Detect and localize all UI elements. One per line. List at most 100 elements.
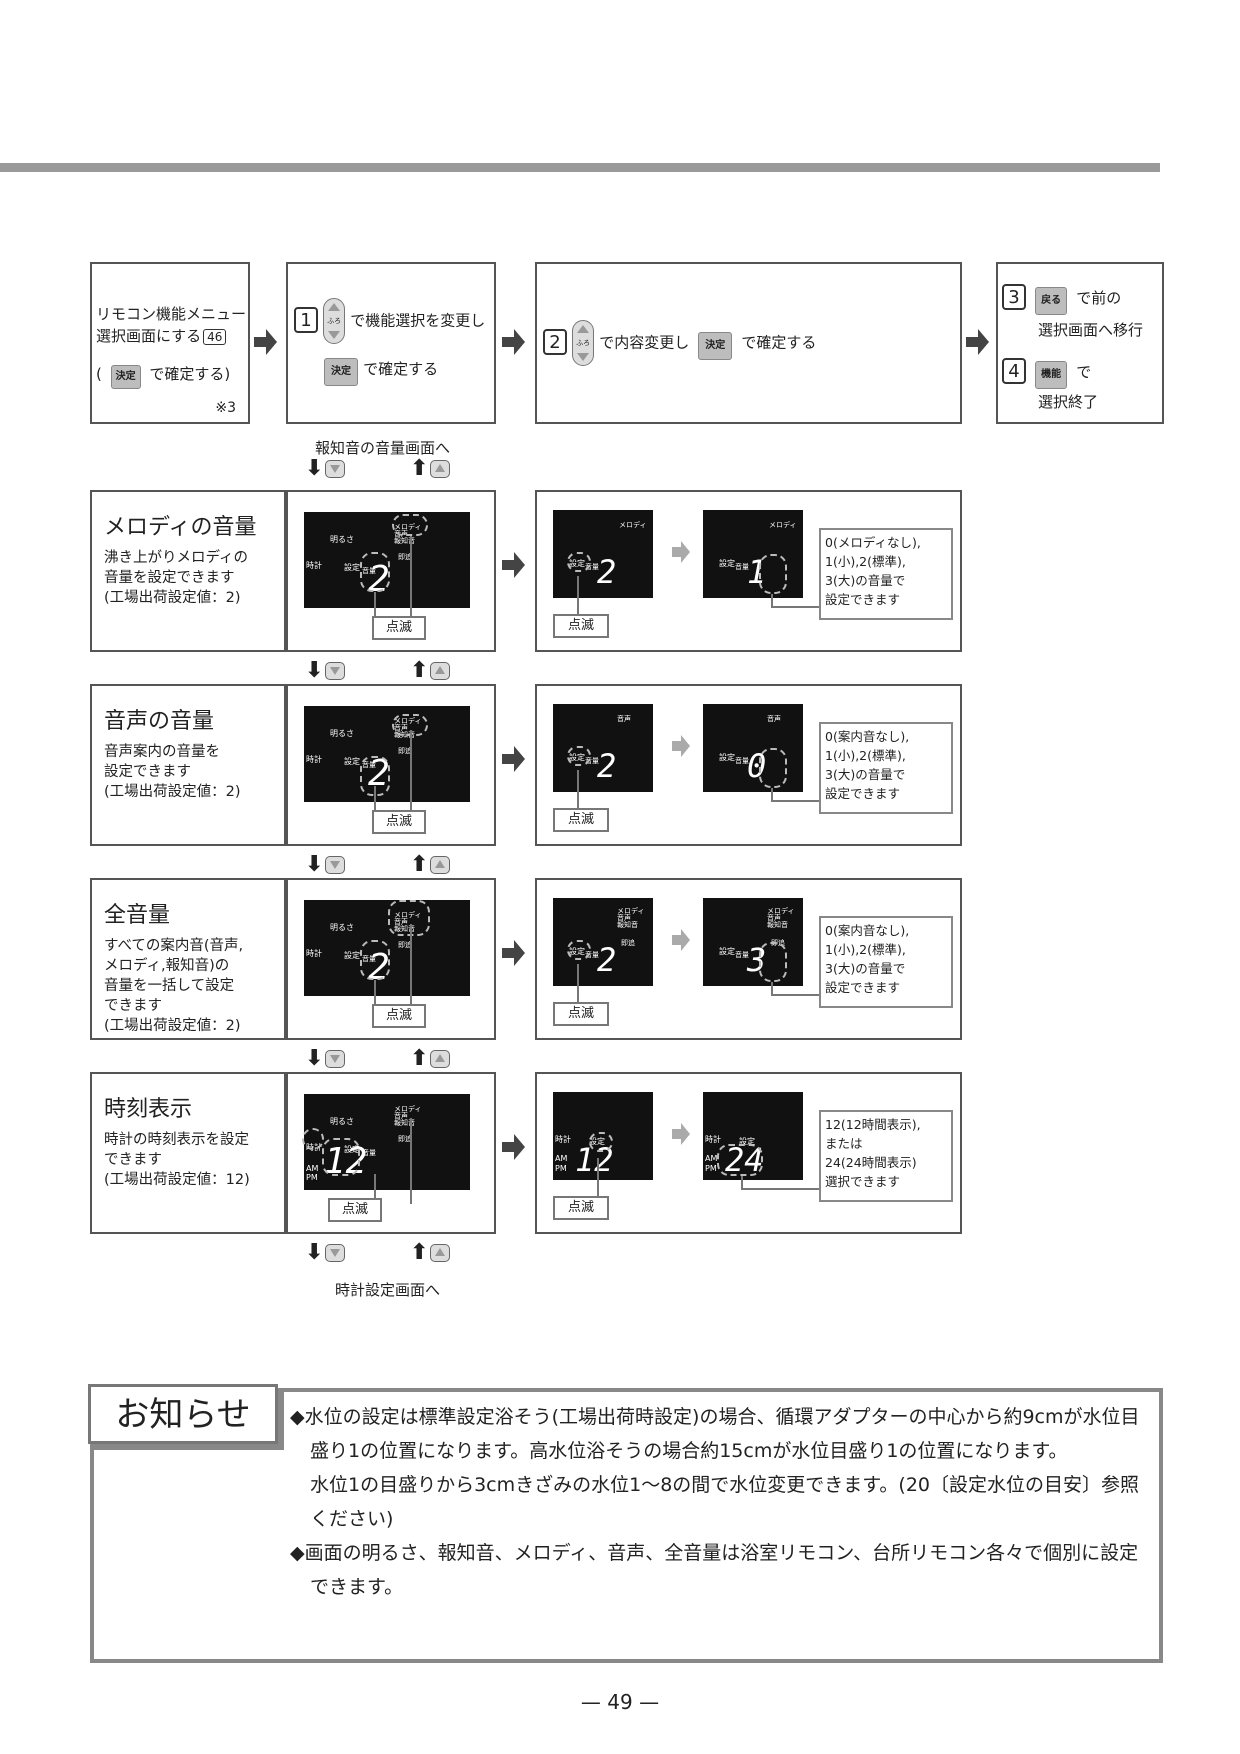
label-settei: 設定 bbox=[344, 563, 360, 572]
notice-item-text: 画面の明るさ、報知音、メロディ、音声、全音量は浴室リモコン、台所リモコン各々で個… bbox=[304, 1542, 1139, 1598]
row-desc-line: 音声案内の音量を bbox=[104, 744, 220, 760]
row-label-box: 音声の音量音声案内の音量を設定できます(工場出荷設定値：2) bbox=[90, 684, 286, 846]
label-settei: 設定 bbox=[739, 1137, 755, 1146]
triangle-up-icon bbox=[435, 860, 446, 868]
down-arrow-icon: ⬇ bbox=[305, 658, 324, 683]
note-line: 12(12時間表示), bbox=[825, 1117, 921, 1132]
note-line: 1(小),2(標準), bbox=[825, 942, 906, 957]
label-onsei: 音声 bbox=[394, 918, 408, 926]
note-line: または bbox=[825, 1136, 863, 1151]
down-button[interactable] bbox=[325, 856, 346, 874]
up-button[interactable] bbox=[430, 662, 451, 680]
label-onryo: 音量 bbox=[362, 567, 376, 575]
notice-box bbox=[90, 1388, 1163, 1663]
triangle-down-icon bbox=[330, 861, 341, 869]
triangle-down-icon bbox=[330, 1249, 341, 1257]
label-melody: メロディ bbox=[394, 523, 422, 531]
confirm-button[interactable]: 決定 bbox=[698, 331, 733, 360]
right-arrow-icon bbox=[502, 940, 525, 966]
note-line: 設定できます bbox=[825, 592, 901, 607]
note-line: 設定できます bbox=[825, 980, 901, 995]
label-onsei: 音声 bbox=[617, 715, 631, 723]
step-number-1: 1 bbox=[294, 306, 318, 333]
connector-line bbox=[374, 980, 376, 1010]
label-hochion: 報知音 bbox=[394, 537, 415, 545]
page-ref-46[interactable]: 46 bbox=[203, 329, 227, 345]
note-line: 0(メロディなし), bbox=[825, 535, 921, 550]
highlight-dashed bbox=[360, 552, 390, 592]
down-arrow-icon: ⬇ bbox=[305, 456, 324, 481]
notice-item: 水位1の目盛りから3cmきざみの水位1～8の間で水位変更できます。(20〔設定水… bbox=[290, 1468, 1150, 1536]
confirm-button[interactable]: 決定 bbox=[110, 365, 141, 389]
down-button[interactable] bbox=[325, 662, 346, 680]
highlight-dashed bbox=[388, 900, 430, 936]
connector-line bbox=[374, 592, 376, 622]
nav-up-group: ⬆ bbox=[410, 660, 451, 682]
step0-confirm-text: で確定する) bbox=[149, 365, 231, 383]
triangle-down-icon bbox=[330, 667, 341, 675]
grey-arrow-icon bbox=[672, 929, 690, 951]
note-line: 3(大)の音量で bbox=[825, 961, 906, 976]
up-button[interactable] bbox=[430, 460, 451, 478]
highlight-dashed bbox=[567, 552, 591, 572]
label-settei: 設定 bbox=[719, 559, 735, 568]
step0-line1: リモコン機能メニュー bbox=[96, 305, 247, 323]
furo-updown-button[interactable]: ふろ bbox=[572, 320, 595, 366]
highlight-dashed bbox=[322, 1138, 360, 1176]
bullet-diamond-icon: ◆ bbox=[290, 1406, 305, 1428]
nav-up-group: ⬆ bbox=[410, 458, 451, 480]
label-kyuto: 即追 bbox=[398, 1135, 412, 1143]
label-am: AM bbox=[705, 1154, 718, 1163]
setting-note: 0(案内音なし),1(小),2(標準),3(大)の音量で設定できます bbox=[819, 722, 953, 814]
step2-line: 2 ふろ で内容変更し 決定 で確定する bbox=[543, 320, 816, 366]
up-button[interactable] bbox=[430, 1050, 451, 1068]
nav-bottom-label: 時計設定画面へ bbox=[335, 1281, 441, 1299]
confirm-button[interactable]: 決定 bbox=[324, 358, 358, 386]
down-arrow-icon: ⬇ bbox=[305, 1046, 324, 1071]
down-button[interactable] bbox=[325, 1244, 346, 1262]
notice-item: ◆画面の明るさ、報知音、メロディ、音声、全音量は浴室リモコン、台所リモコン各々で… bbox=[290, 1536, 1150, 1604]
label-onryo: 音量 bbox=[735, 757, 749, 765]
tenmetsu-label: 点滅 bbox=[553, 614, 609, 638]
down-button[interactable] bbox=[325, 1050, 346, 1068]
label-onryo: 音量 bbox=[735, 563, 749, 571]
label-kyuto: 即追 bbox=[398, 747, 412, 755]
label-kyuto: 即追 bbox=[398, 941, 412, 949]
row-label-box: 全音量すべての案内音(音声,メロディ,報知音)の音量を一括して設定できます(工場… bbox=[90, 878, 286, 1040]
step2-text1: で内容変更し bbox=[599, 333, 690, 352]
row-desc-line: (工場出荷設定値：2) bbox=[104, 590, 241, 606]
connector-line bbox=[597, 1158, 599, 1202]
label-melody: メロディ bbox=[767, 907, 795, 915]
up-button[interactable] bbox=[430, 1244, 451, 1262]
row-desc-line: (工場出荷設定値：2) bbox=[104, 784, 241, 800]
step1-box: 1 ふろ で機能選択を変更し 決定 で確定する bbox=[286, 262, 496, 424]
back-button[interactable]: 戻る bbox=[1035, 287, 1068, 315]
label-pm: PM bbox=[555, 1164, 567, 1173]
row-desc-line: できます bbox=[104, 1152, 162, 1168]
grey-arrow-icon bbox=[672, 541, 690, 563]
down-arrow-icon: ⬇ bbox=[305, 1240, 324, 1265]
down-button[interactable] bbox=[325, 460, 346, 478]
up-button[interactable] bbox=[430, 856, 451, 874]
right-arrow-icon bbox=[502, 746, 525, 772]
right-arrow-icon bbox=[502, 552, 525, 578]
highlight-dashed bbox=[759, 942, 787, 982]
nav-up-group: ⬆ bbox=[410, 854, 451, 876]
tenmetsu-label: 点滅 bbox=[553, 1196, 609, 1220]
label-onryo: 音量 bbox=[585, 563, 599, 571]
furo-updown-button[interactable]: ふろ bbox=[323, 298, 346, 344]
nav-down-group: ⬇ bbox=[305, 854, 346, 876]
function-button[interactable]: 機能 bbox=[1035, 361, 1068, 389]
connector-line bbox=[771, 800, 821, 802]
row-title: メロディの音量 bbox=[104, 515, 257, 540]
label-onryo: 音量 bbox=[585, 757, 599, 765]
